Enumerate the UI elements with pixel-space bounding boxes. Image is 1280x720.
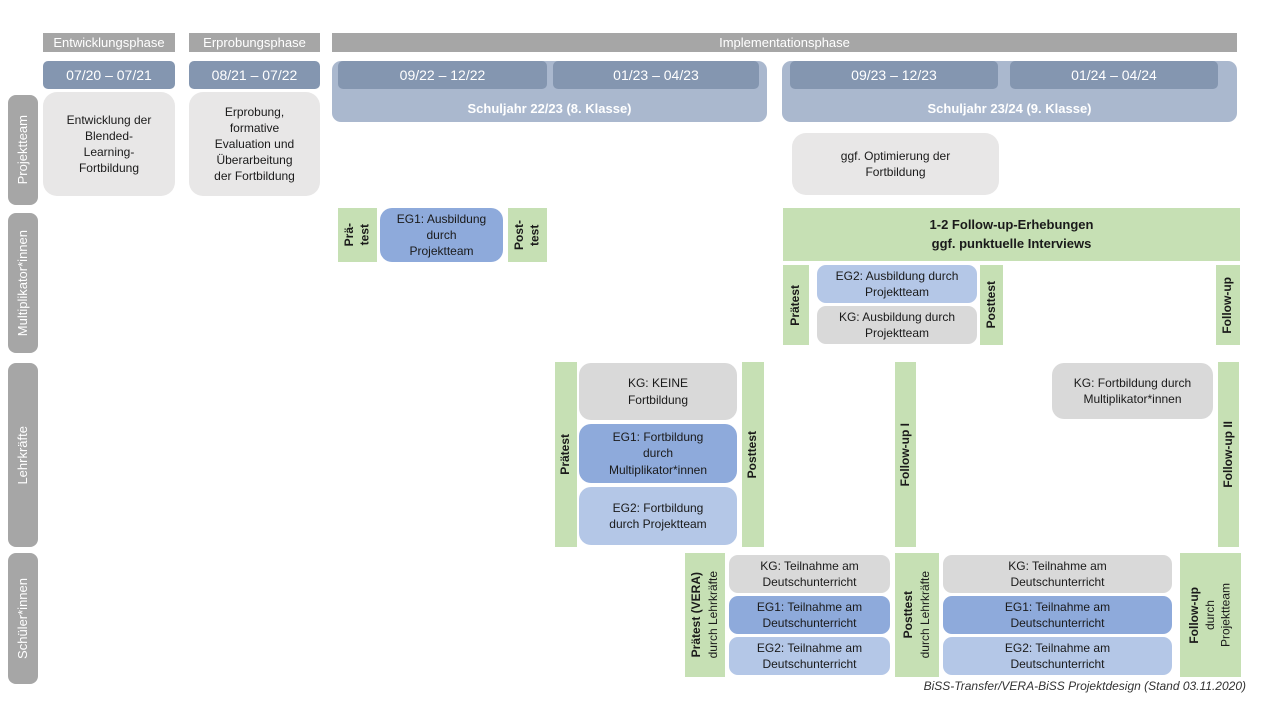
phase-header-entwicklungsphase: Entwicklungsphase xyxy=(43,33,175,52)
box-erprobung-evaluation: Erprobung, formative Evaluation und Über… xyxy=(189,92,320,196)
box-kg-teilnahme-1: KG: Teilnahme am Deutschunterricht xyxy=(729,555,890,593)
test-bar-posttest-multiplikatoren-2-text: Posttest xyxy=(983,281,998,329)
row-label-projektteam: Projektteam xyxy=(8,95,38,205)
test-bar-praetest-multiplikatoren-2: Prätest xyxy=(783,265,809,345)
schoolyear-label-22-23: Schuljahr 22/23 (8. Klasse) xyxy=(467,101,632,116)
date-bar-0124-0424: 01/24 – 04/24 xyxy=(1010,61,1218,89)
test-bar-posttest-multiplikatoren-1-text: Post- test xyxy=(511,220,542,250)
row-label-lehrkraefte-text: Lehrkräfte xyxy=(14,425,30,485)
phase-header-implementationsphase: Implementationsphase xyxy=(332,33,1237,52)
box-kg-ausbildung: KG: Ausbildung durch Projektteam xyxy=(817,306,977,344)
row-label-lehrkraefte: Lehrkräfte xyxy=(8,363,38,547)
test-bar-posttest-schueler: Posttest durch Lehrkräfte xyxy=(895,553,939,677)
row-label-projektteam-text: Projektteam xyxy=(14,115,30,185)
date-bar-0923-1223: 09/23 – 12/23 xyxy=(790,61,998,89)
test-bar-followup-multiplikatoren-text: Follow-up xyxy=(1220,276,1235,334)
test-bar-followup-schueler: Follow-up durch Projektteam xyxy=(1180,553,1241,677)
test-bar-followup-schueler-sub: durch Projektteam xyxy=(1203,582,1233,648)
box-eg2-ausbildung: EG2: Ausbildung durch Projektteam xyxy=(817,265,977,303)
box-ggf-optimierung: ggf. Optimierung der Fortbildung xyxy=(792,133,999,195)
test-bar-posttest-lehrkraefte: Posttest xyxy=(742,362,764,547)
box-entwicklung-fortbildung: Entwicklung der Blended- Learning- Fortb… xyxy=(43,92,175,196)
test-bar-followup-2-text: Follow-up II xyxy=(1220,421,1235,488)
schoolyear-label-23-24: Schuljahr 23/24 (9. Klasse) xyxy=(927,101,1092,116)
row-label-schueler-text: Schüler*innen xyxy=(14,578,30,659)
test-bar-posttest-lehrkraefte-text: Posttest xyxy=(745,430,760,479)
box-eg2-teilnahme-1: EG2: Teilnahme am Deutschunterricht xyxy=(729,637,890,675)
box-kg-teilnahme-2: KG: Teilnahme am Deutschunterricht xyxy=(943,555,1172,593)
date-bar-0123-0423: 01/23 – 04/23 xyxy=(553,61,759,89)
footer-caption: BiSS-Transfer/VERA-BiSS Projektdesign (S… xyxy=(923,679,1246,693)
test-bar-praetest-vera-title: Prätest (VERA) xyxy=(688,572,703,658)
test-bar-praetest-multiplikatoren-2-text: Prätest xyxy=(788,284,803,326)
test-bar-posttest-schueler-title: Posttest xyxy=(900,591,915,639)
box-eg1-teilnahme-1: EG1: Teilnahme am Deutschunterricht xyxy=(729,596,890,634)
test-bar-praetest-multiplikatoren-1: Prä- test xyxy=(338,208,377,262)
box-kg-fortbildung-multiplikatoren: KG: Fortbildung durch Multiplikator*inne… xyxy=(1052,363,1213,419)
test-bar-followup-1-text: Follow-up I xyxy=(897,422,912,487)
box-eg1-fortbildung: EG1: Fortbildung durch Multiplikator*inn… xyxy=(579,424,737,483)
test-bar-praetest-vera: Prätest (VERA) durch Lehrkräfte xyxy=(685,553,725,677)
test-bar-posttest-multiplikatoren-2: Posttest xyxy=(980,265,1003,345)
phase-header-erprobungsphase: Erprobungsphase xyxy=(189,33,320,52)
test-bar-posttest-multiplikatoren-1: Post- test xyxy=(508,208,547,262)
box-followup-erhebungen: 1-2 Follow-up-Erhebungen ggf. punktuelle… xyxy=(783,208,1240,261)
date-bar-0922-1222: 09/22 – 12/22 xyxy=(338,61,547,89)
test-bar-posttest-schueler-sub: durch Lehrkräfte xyxy=(917,571,932,659)
test-bar-praetest-lehrkraefte-text: Prätest xyxy=(558,434,573,475)
test-bar-praetest-vera-sub: durch Lehrkräfte xyxy=(705,571,720,659)
box-eg2-fortbildung: EG2: Fortbildung durch Projektteam xyxy=(579,487,737,545)
test-bar-praetest-multiplikatoren-1-text: Prä- test xyxy=(341,223,372,247)
date-bar-0720-0721: 07/20 – 07/21 xyxy=(43,61,175,89)
box-eg1-ausbildung: EG1: Ausbildung durch Projektteam xyxy=(380,208,503,262)
row-label-schueler: Schüler*innen xyxy=(8,553,38,684)
box-eg2-teilnahme-2: EG2: Teilnahme am Deutschunterricht xyxy=(943,637,1172,675)
date-bar-0821-0722: 08/21 – 07/22 xyxy=(189,61,320,89)
row-label-multiplikatoren: Multiplikator*innen xyxy=(8,213,38,353)
box-eg1-teilnahme-2: EG1: Teilnahme am Deutschunterricht xyxy=(943,596,1172,634)
test-bar-praetest-lehrkraefte: Prätest xyxy=(555,362,577,547)
test-bar-followup-multiplikatoren: Follow-up xyxy=(1216,265,1240,345)
test-bar-followup-2: Follow-up II xyxy=(1218,362,1239,547)
row-label-multiplikatoren-text: Multiplikator*innen xyxy=(14,229,30,337)
test-bar-followup-schueler-title: Follow-up xyxy=(1186,586,1201,644)
test-bar-followup-1: Follow-up I xyxy=(895,362,916,547)
box-kg-keine-fortbildung: KG: KEINE Fortbildung xyxy=(579,363,737,420)
